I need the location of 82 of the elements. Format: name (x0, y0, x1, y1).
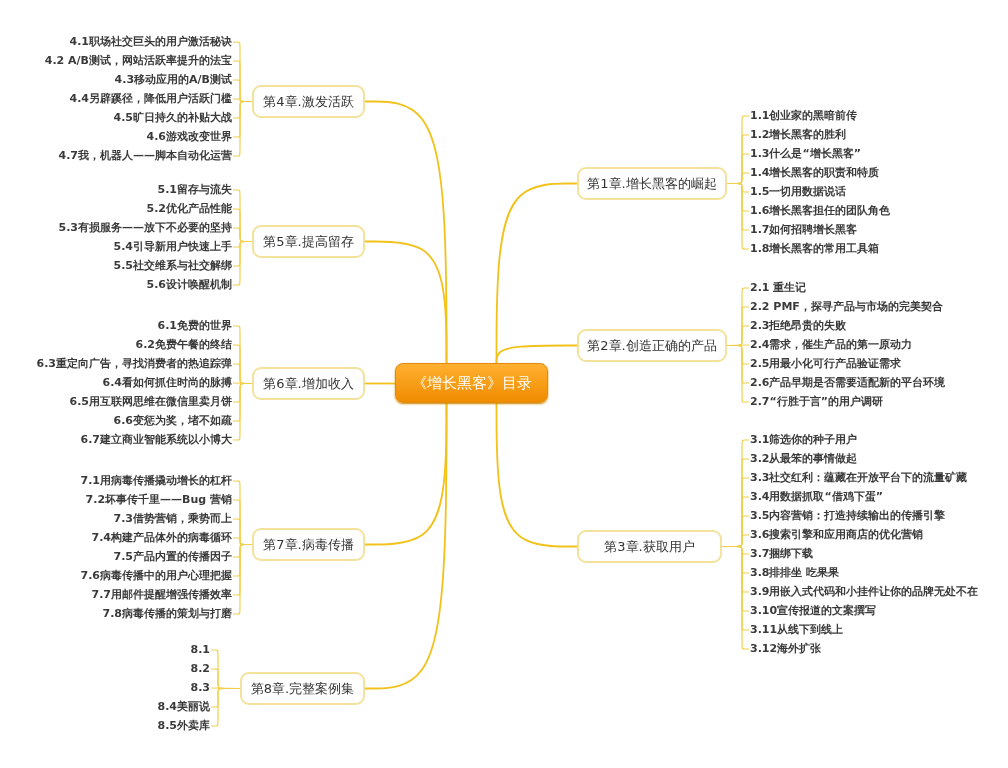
branch-line (726, 344, 750, 403)
chapter-box: 第1章.增长黑客的崛起 (577, 167, 727, 200)
section-title: 4.4另辟蹊径，降低用户活跃门槛 (69, 92, 232, 106)
section-title: 2.6产品早期是否需要适配新的平台环境 (750, 376, 946, 390)
chapter-box: 第2章.创造正确的产品 (577, 329, 727, 362)
section-title: 5.2优化产品性能 (146, 202, 232, 216)
branch-line (364, 382, 396, 385)
title-box: 《增长黑客》目录 (395, 363, 548, 403)
section-title: 5.4引导新用户快速上手 (113, 240, 232, 254)
section-title: 2.2 PMF，探寻产品与市场的完美契合 (750, 300, 943, 314)
branch-line (364, 402, 448, 690)
chapter-box: 第5章.提高留存 (252, 225, 365, 258)
branch-line (364, 240, 448, 364)
section-title: 7.8病毒传播的策划与打磨 (102, 607, 232, 621)
section-title: 3.2从最笨的事情做起 (750, 452, 858, 466)
section-title: 1.1创业家的黑暗前传 (750, 109, 858, 123)
section-title: 1.2增长黑客的胜利 (750, 128, 847, 142)
section-title: 6.1免费的世界 (157, 319, 232, 333)
chapter-box: 第6章.增加收入 (252, 367, 365, 400)
section-title: 1.6增长黑客担任的团队角色 (750, 204, 891, 218)
section-title: 8.4美丽说 (157, 700, 210, 714)
section-title: 6.2免费午餐的终结 (135, 338, 232, 352)
branch-line (495, 344, 578, 364)
section-title: 4.3移动应用的A/B测试 (114, 73, 232, 87)
section-title: 7.5产品内置的传播因子 (113, 550, 232, 564)
section-title: 4.1职场社交巨头的用户激活秘诀 (69, 35, 232, 49)
chapter-box: 第3章.获取用户 (577, 530, 722, 563)
section-title: 1.4增长黑客的职责和特质 (750, 166, 880, 180)
branch-line (495, 402, 578, 548)
branch-line (721, 545, 750, 650)
section-title: 3.4用数据抓取“借鸡下蛋” (750, 490, 883, 504)
section-title: 1.3什么是“增长黑客” (750, 147, 861, 161)
section-title: 2.5用最小化可行产品验证需求 (750, 357, 902, 371)
chapter-box: 第7章.病毒传播 (252, 528, 365, 561)
branch-line (232, 543, 253, 615)
section-title: 2.3拒绝昂贵的失败 (750, 319, 847, 333)
section-title: 1.5一切用数据说话 (750, 185, 847, 199)
section-title: 3.3社交红利：蕴藏在开放平台下的流量矿藏 (750, 471, 968, 485)
branch-line (210, 687, 241, 727)
section-title: 3.12海外扩张 (750, 642, 822, 656)
chapter-box: 第8章.完整案例集 (240, 672, 365, 705)
section-title: 7.2坏事传千里——Bug 营销 (85, 493, 232, 507)
section-title: 1.7如何招聘增长黑客 (750, 223, 858, 237)
section-title: 7.4构建产品体外的病毒循环 (91, 531, 232, 545)
branch-line (726, 182, 750, 250)
section-title: 8.1 (190, 643, 210, 657)
section-title: 4.7我，机器人——脚本自动化运营 (58, 149, 232, 163)
section-title: 5.5社交维系与社交解绑 (113, 259, 232, 273)
section-title: 8.3 (190, 681, 210, 695)
section-title: 3.7捆绑下载 (750, 547, 814, 561)
section-title: 3.9用嵌入式代码和小挂件让你的品牌无处不在 (750, 585, 979, 599)
section-title: 6.5用互联网思维在微信里卖月饼 (69, 395, 232, 409)
branch-line (232, 240, 253, 286)
section-title: 2.4需求，催生产品的第一原动力 (750, 338, 913, 352)
section-title: 6.3重定向广告，寻找消费者的热追踪弹 (36, 357, 232, 371)
section-title: 5.6设计唤醒机制 (146, 278, 232, 292)
section-title: 3.1筛选你的种子用户 (750, 433, 858, 447)
section-title: 4.2 A/B测试，网站活跃率提升的法宝 (44, 54, 232, 68)
section-title: 3.11从线下到线上 (750, 623, 844, 637)
section-title: 5.3有损服务——放下不必要的坚持 (58, 221, 232, 235)
chapter-box: 第4章.激发活跃 (252, 85, 365, 118)
section-title: 6.4看如何抓住时尚的脉搏 (102, 376, 232, 390)
section-title: 1.8增长黑客的常用工具箱 (750, 242, 880, 256)
section-title: 3.8排排坐 吃果果 (750, 566, 840, 580)
section-title: 3.6搜索引擎和应用商店的优化营销 (750, 528, 924, 542)
section-title: 7.6病毒传播中的用户心理把握 (80, 569, 232, 583)
section-title: 3.10宣传报道的文案撰写 (750, 604, 877, 618)
section-title: 8.5外卖库 (157, 719, 210, 733)
section-title: 7.7用邮件提醒增强传播效率 (91, 588, 232, 602)
section-title: 5.1留存与流失 (157, 183, 232, 197)
section-title: 2.7“行胜于言”的用户调研 (750, 395, 883, 409)
branch-line (232, 382, 253, 441)
section-title: 6.7建立商业智能系统以小博大 (80, 433, 232, 447)
branch-line (232, 100, 253, 157)
section-title: 3.5内容营销：打造持续输出的传播引擎 (750, 509, 946, 523)
section-title: 2.1 重生记 (750, 281, 807, 295)
section-title: 8.2 (190, 662, 210, 676)
section-title: 4.5旷日持久的补贴大战 (113, 111, 232, 125)
section-title: 4.6游戏改变世界 (146, 130, 232, 144)
section-title: 6.6变惩为奖，堵不如疏 (113, 414, 232, 428)
section-title: 7.3借势营销，乘势而上 (113, 512, 232, 526)
section-title: 7.1用病毒传播撬动增长的杠杆 (80, 474, 232, 488)
